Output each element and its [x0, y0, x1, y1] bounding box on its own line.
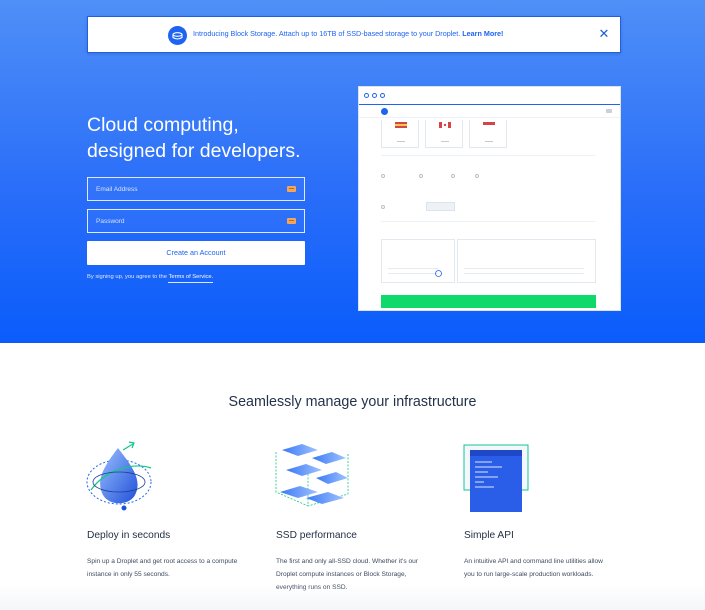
feature-desc-api: An intuitive API and command line utilit…	[464, 558, 603, 578]
preview-button	[426, 202, 455, 211]
preview-card	[457, 239, 596, 283]
features-title: Seamlessly manage your infrastructure	[228, 394, 477, 410]
window-dot-icon	[380, 93, 385, 98]
droplet-globe-icon	[86, 441, 152, 511]
storage-icon	[168, 26, 187, 45]
window-dot-icon	[372, 93, 377, 98]
terms-of-service-link[interactable]: Terms of Service.	[168, 274, 214, 283]
close-icon[interactable]: ✕	[598, 26, 610, 41]
password-field[interactable]: Password	[87, 209, 305, 233]
logo-icon	[381, 108, 388, 115]
announcement-banner: Introducing Block Storage. Attach up to …	[87, 16, 621, 53]
preview-nav	[359, 105, 620, 118]
learn-more-link[interactable]: Learn More!	[462, 29, 504, 38]
terms-prefix: By signing up, you agree to the	[87, 274, 167, 280]
email-field[interactable]: Email Address	[87, 177, 305, 201]
preview-create-bar	[381, 295, 596, 308]
password-manager-icon[interactable]	[287, 218, 296, 224]
create-account-button[interactable]: Create an Account	[87, 241, 305, 265]
region-option	[469, 120, 507, 148]
api-terminal-icon	[463, 444, 529, 512]
hero-headline: Cloud computing, designed for developers…	[87, 112, 347, 164]
preview-card	[381, 239, 455, 283]
terms-note: By signing up, you agree to the Terms of…	[87, 274, 214, 283]
banner-text: Introducing Block Storage. Attach up to …	[193, 29, 461, 38]
headline-line-1: Cloud computing,	[87, 114, 239, 136]
feature-desc-deploy: Spin up a Droplet and get root access to…	[87, 558, 238, 578]
divider	[381, 155, 596, 156]
password-placeholder: Password	[96, 217, 125, 225]
feature-title-api: Simple API	[464, 530, 514, 541]
hero-section: Introducing Block Storage. Attach up to …	[0, 0, 705, 343]
email-placeholder: Email Address	[96, 185, 138, 193]
banner-message: Introducing Block Storage. Attach up to …	[193, 29, 503, 38]
browser-bar	[359, 87, 620, 105]
bottom-fade	[0, 585, 705, 610]
user-icon	[606, 109, 612, 113]
window-dot-icon	[364, 93, 369, 98]
ssd-stack-icon	[275, 444, 349, 507]
region-option	[381, 120, 419, 148]
password-manager-icon[interactable]	[287, 186, 296, 192]
product-preview-illustration: ​ ​ ​	[358, 86, 621, 311]
divider	[381, 221, 596, 222]
feature-title-deploy: Deploy in seconds	[87, 530, 171, 541]
feature-title-ssd: SSD performance	[276, 530, 357, 541]
headline-line-2: designed for developers.	[87, 140, 301, 162]
region-option	[425, 120, 463, 148]
